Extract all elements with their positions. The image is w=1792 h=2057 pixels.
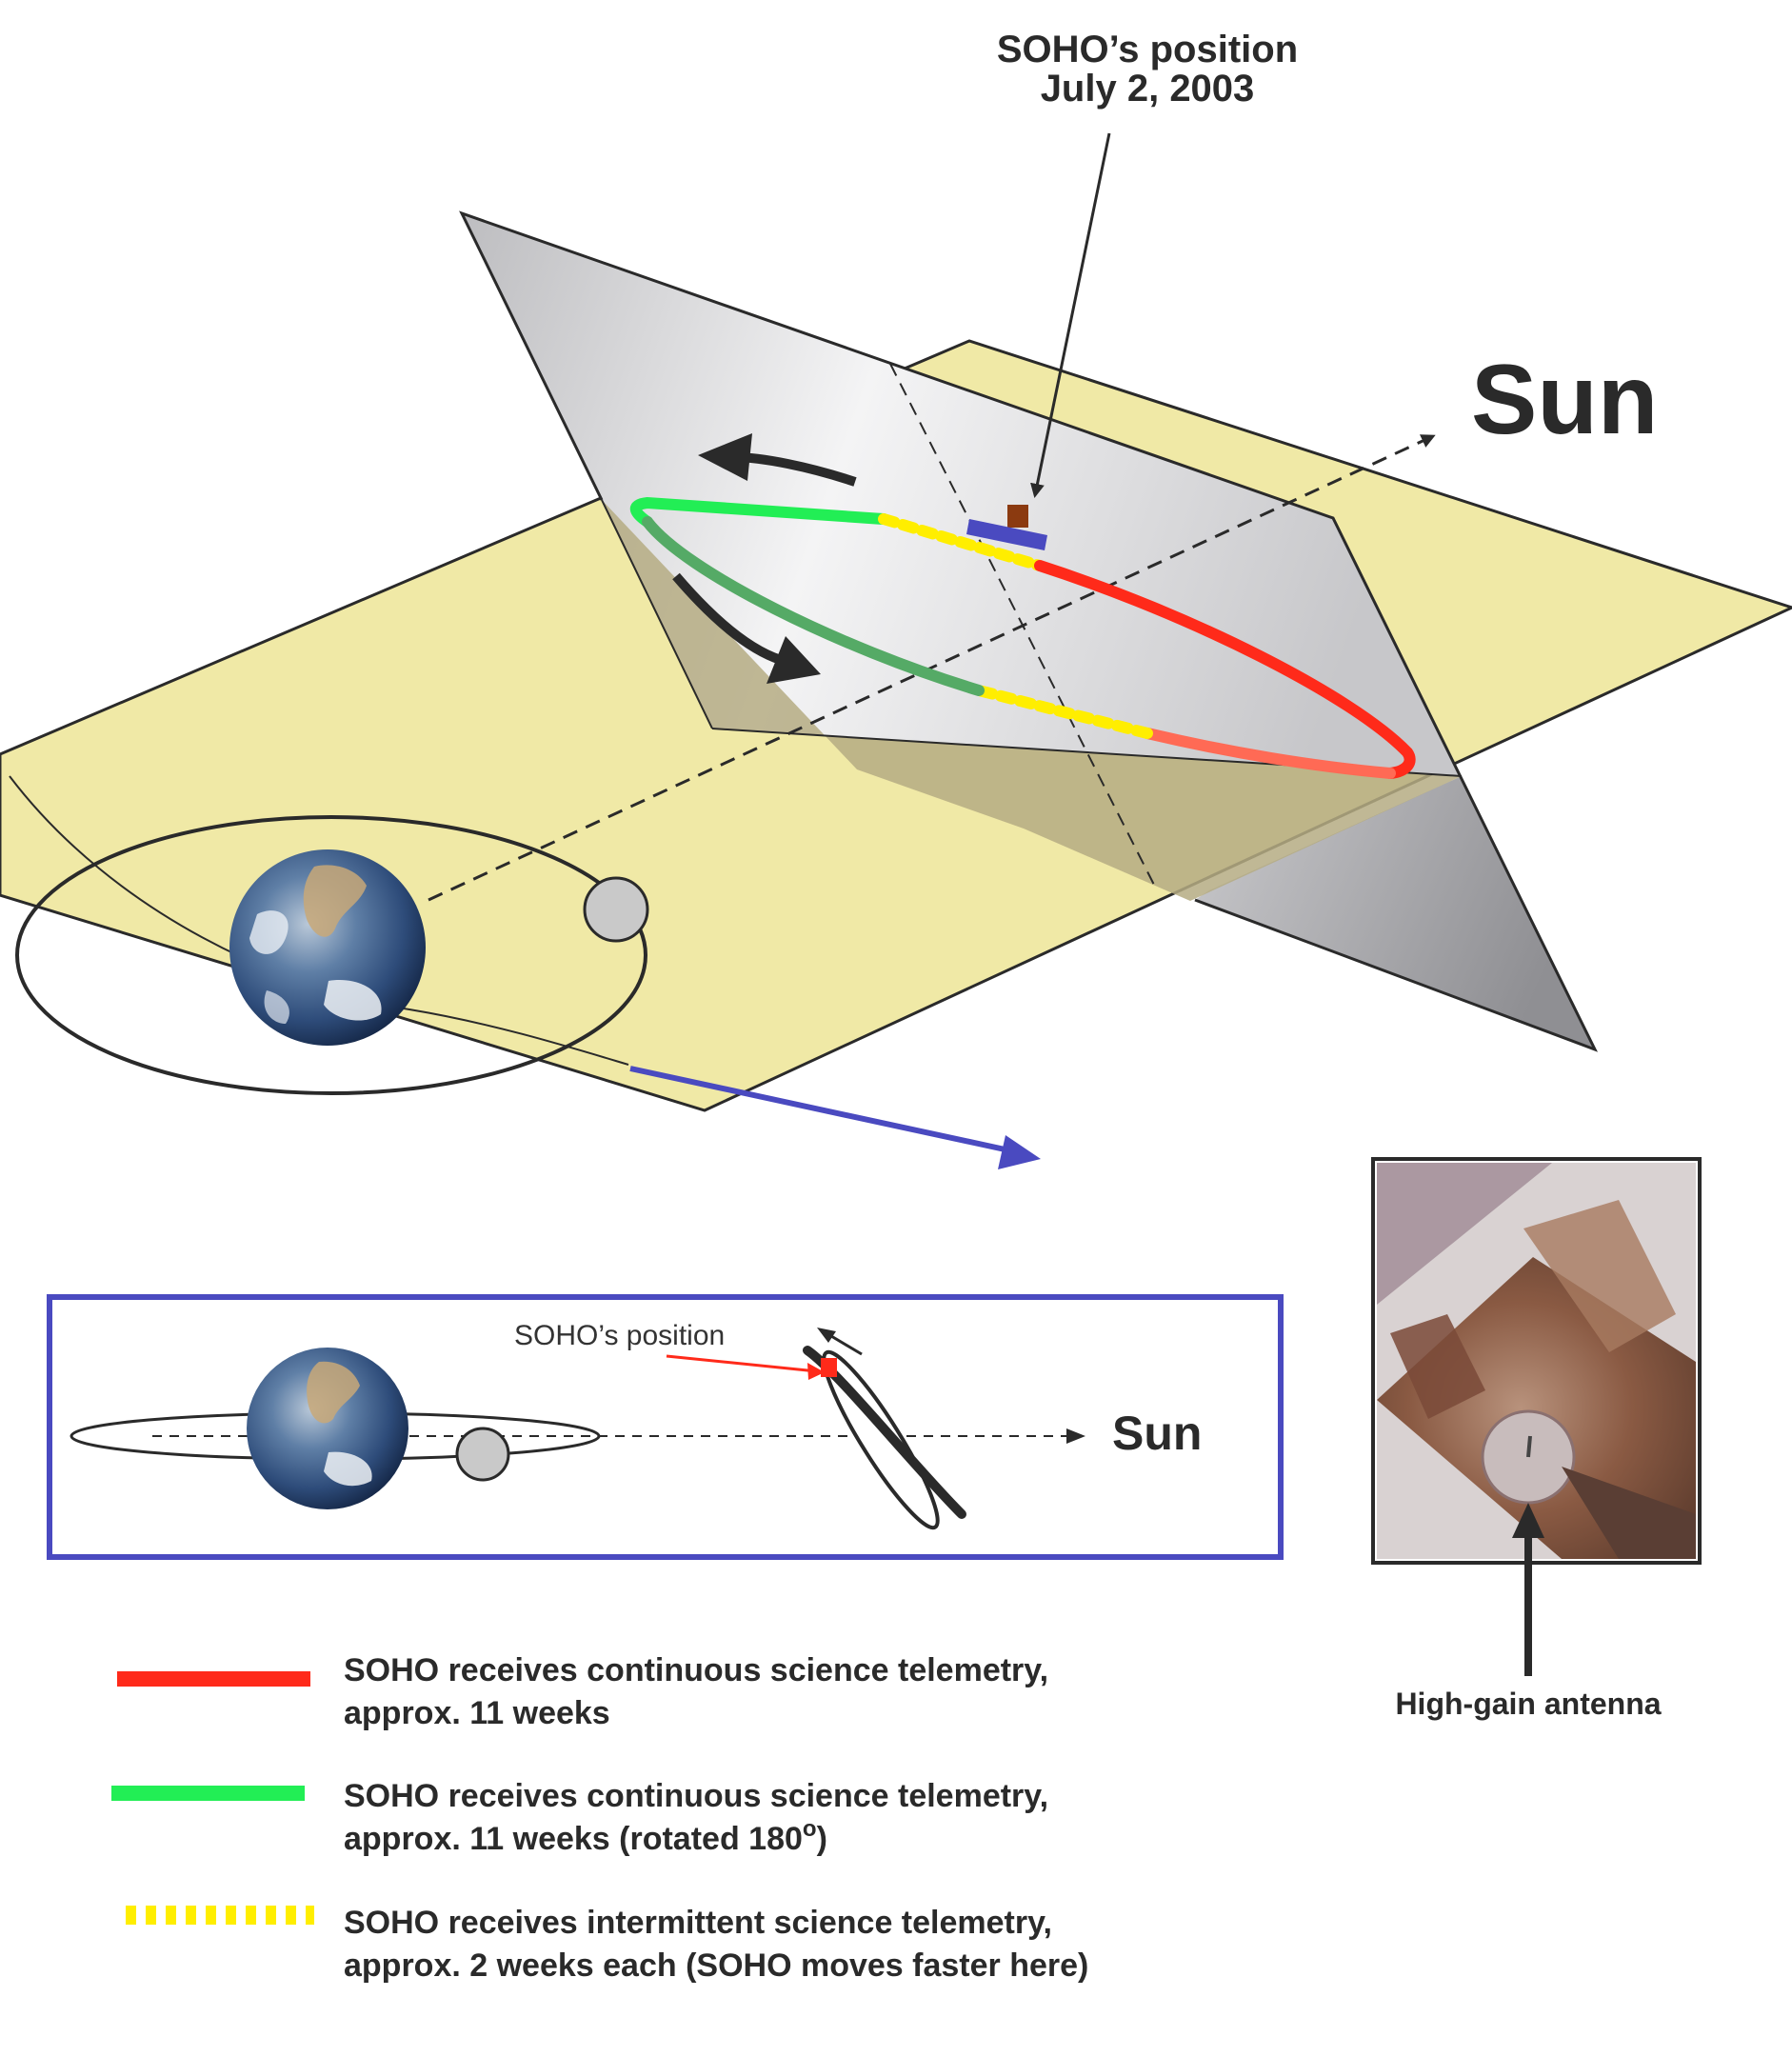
high-gain-antenna-caption: High-gain antenna bbox=[1395, 1687, 1661, 1721]
legend-green-line1: SOHO receives continuous science telemet… bbox=[344, 1778, 1048, 1814]
inset-soho-pointer bbox=[666, 1354, 818, 1373]
halo-orbit bbox=[630, 496, 1416, 779]
halo-orbit-green-upper bbox=[630, 496, 889, 528]
earth-motion-arrow bbox=[629, 1066, 1010, 1153]
soho-marker bbox=[966, 505, 1047, 550]
halo-orbit-red-lower bbox=[1142, 728, 1396, 779]
halo-orbit-yellow-upper bbox=[878, 513, 1045, 571]
main-scene bbox=[0, 132, 1792, 1169]
inset-sun-label: Sun bbox=[1112, 1407, 1202, 1460]
legend-green-line2: approx. 11 weeks (rotated 180o) bbox=[344, 1816, 827, 1857]
halo-orbit-yellow-lower bbox=[973, 685, 1153, 739]
inset-moon bbox=[455, 1427, 510, 1482]
earth bbox=[229, 849, 426, 1046]
legend-green-degree: o bbox=[803, 1816, 817, 1842]
legend: SOHO receives continuous science telemet… bbox=[111, 1652, 1088, 1984]
halo-orbit-red-upper bbox=[1034, 560, 1416, 779]
legend-red-line2: approx. 11 weeks bbox=[344, 1695, 610, 1731]
legend-green-suffix: ) bbox=[817, 1821, 827, 1857]
soho-photo bbox=[1371, 1157, 1702, 1676]
inset-side-view bbox=[47, 1294, 1284, 1560]
sun-label: Sun bbox=[1471, 345, 1658, 455]
earth-sun-line bbox=[428, 434, 1436, 902]
legend-yellow-line2: approx. 2 weeks each (SOHO moves faster … bbox=[344, 1947, 1088, 1984]
halo-direction-arrow-lower bbox=[672, 572, 783, 665]
inset-soho-position-label: SOHO’s position bbox=[514, 1320, 725, 1351]
halo-plane-edge bbox=[601, 499, 713, 729]
halo-direction-arrowhead-lower bbox=[767, 636, 821, 684]
moon-orbit bbox=[15, 815, 647, 1095]
soho-position-date: July 2, 2003 bbox=[1041, 68, 1255, 110]
halo-orbit-green-lower bbox=[642, 516, 985, 696]
halo-direction-arrowhead-upper bbox=[698, 433, 752, 481]
legend-green-line2-main: approx. 11 weeks (rotated 180 bbox=[344, 1821, 803, 1857]
soho-position-title: SOHO’s position bbox=[997, 29, 1298, 70]
halo-axis-dashed bbox=[889, 363, 1158, 891]
earth-motion-arrowhead bbox=[998, 1135, 1041, 1169]
soho-pointer-line bbox=[1030, 132, 1111, 498]
legend-red-line1: SOHO receives continuous science telemet… bbox=[344, 1652, 1048, 1688]
moon bbox=[583, 876, 649, 943]
halo-plane-outline bbox=[459, 210, 1599, 1052]
plane-overlap-shadow bbox=[602, 500, 1462, 901]
legend-yellow-line1: SOHO receives intermittent science telem… bbox=[344, 1905, 1052, 1941]
inset-soho-marker bbox=[821, 1358, 837, 1377]
